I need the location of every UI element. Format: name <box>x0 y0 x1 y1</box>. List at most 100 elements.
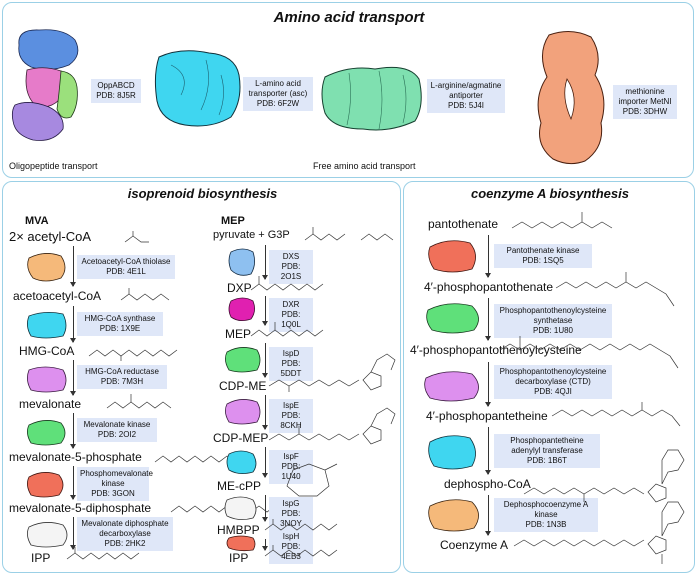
coa-compound-dephospho-coa: dephospho-CoA <box>444 477 531 491</box>
ispg-structure <box>224 496 257 520</box>
coenzyme-a-panel: coenzyme A biosynthesis pantothenate 4′-… <box>403 181 695 573</box>
mep-arrow-4 <box>262 395 268 430</box>
ispf-structure <box>226 450 257 474</box>
ipp-mva-structure <box>66 547 140 560</box>
oppabcd-label: OppABCD PDB: 8J5R <box>91 79 141 103</box>
hmg-coa-reductase-structure <box>27 366 67 393</box>
cdp-mep-structure <box>268 407 396 445</box>
asc-transporter-label: L-amino acid transporter (asc) PDB: 6F2W <box>243 77 313 111</box>
dephospho-coa-structure <box>523 449 685 503</box>
4-phosphopantothenate-structure <box>555 272 675 307</box>
mep-compound-mep: MEP <box>225 327 252 341</box>
mva-compound-mevalonate-5-diphosphate: mevalonate-5-diphosphate <box>9 501 152 515</box>
mep-header: MEP <box>221 215 245 227</box>
coa-arrow-3 <box>485 362 491 407</box>
amino-acid-transport-panel: Amino acid transport OppABCD PDB: 8J5R L… <box>2 2 694 178</box>
mep-compound-cdp-me: CDP-ME <box>219 379 267 393</box>
metni-importer-structure <box>537 31 605 165</box>
coa-compound-pantothenate: pantothenate <box>428 217 499 231</box>
mep-arrow-6 <box>262 495 268 522</box>
coa-arrow-1 <box>485 235 491 278</box>
mva-arrow-4 <box>70 413 76 449</box>
coa-compound-coenzyme-a: Coenzyme A <box>440 538 509 552</box>
metni-label: methionine importer MetNI PDB: 3DHW <box>613 85 677 119</box>
ipp-mep-structure <box>264 545 338 557</box>
pyruvate-g3p-structure <box>304 227 394 241</box>
isph-structure <box>226 535 256 552</box>
dephosphocoenzyme-a-kinase-structure <box>428 499 479 532</box>
ppc-decarboxylase-structure <box>424 371 479 402</box>
mva-compound-acetyl-coa: 2× acetyl-CoA <box>9 229 92 244</box>
mep-arrow-3 <box>262 343 268 378</box>
ppc-synthetase-structure <box>426 303 479 334</box>
mva-compound-mevalonate: mevalonate <box>19 397 82 411</box>
dxs-structure <box>228 248 255 276</box>
mep-arrow-1 <box>262 245 268 280</box>
acetoacetyl-coa-structure <box>120 288 170 301</box>
ispe-structure <box>225 399 261 425</box>
isoprenoid-panel-title: isoprenoid biosynthesis <box>127 186 278 201</box>
antiporter-structure <box>321 66 422 131</box>
mva-arrow-2 <box>70 306 76 343</box>
oligopeptide-caption: Oligopeptide transport <box>9 161 98 171</box>
mva-header: MVA <box>25 215 49 227</box>
mep-arrow-5 <box>262 447 268 478</box>
acetyl-coa-structure <box>124 231 149 243</box>
pantothenate-kinase-structure <box>428 240 476 273</box>
coa-arrow-2 <box>485 298 491 341</box>
hmbpp-structure <box>264 519 338 531</box>
mva-compound-acetoacetyl-coa: acetoacetyl-CoA <box>13 289 102 303</box>
mep-arrow-2 <box>262 296 268 326</box>
free-amino-acid-caption: Free amino acid transport <box>313 161 416 171</box>
mep-structure <box>250 322 324 337</box>
acetoacetyl-coa-thiolase-structure <box>27 253 66 282</box>
hmg-coa-synthase-structure <box>27 312 67 339</box>
cdp-me-structure <box>268 353 396 392</box>
asc-transporter-structure <box>154 50 241 127</box>
phosphomevalonate-kinase-structure <box>27 472 64 498</box>
coenzyme-a-structure <box>513 501 685 564</box>
mep-compound-dxp: DXP <box>227 281 252 295</box>
mva-compound-hmg-coa: HMG-CoA <box>19 344 75 358</box>
mep-arrow-7 <box>262 539 268 551</box>
mevalonate-kinase-structure <box>27 420 66 446</box>
dxr-structure <box>228 297 255 321</box>
mep-compound-ipp: IPP <box>229 551 249 565</box>
mevalonate-diphosphate-decarboxylase-structure <box>27 522 68 548</box>
mep-compound-cdp-mep: CDP-MEP <box>213 431 269 445</box>
antiporter-label: L-arginine/agmatine antiporter PDB: 5J4I <box>427 79 505 113</box>
coa-compound-4-phosphopantothenoylcysteine: 4′-phosphopantothenoylcysteine <box>410 343 582 357</box>
amino-panel-title: Amino acid transport <box>273 9 425 26</box>
mva-compound-ipp: IPP <box>31 551 51 565</box>
pantothenate-structure <box>511 212 613 229</box>
4-phosphopantetheine-structure <box>551 402 681 427</box>
coa-panel-title: coenzyme A biosynthesis <box>471 186 629 201</box>
mva-compound-mevalonate-5-phosphate: mevalonate-5-phosphate <box>9 450 142 464</box>
coa-compound-4-phosphopantothenate: 4′-phosphopantothenate <box>424 280 554 294</box>
coa-arrow-4 <box>485 427 491 475</box>
me-cpp-structure <box>286 463 338 497</box>
mep-compound-me-cpp: ME-cPP <box>217 479 262 493</box>
mep-compound-hmbpp: HMBPP <box>217 523 260 537</box>
hmg-coa-structure <box>88 349 178 361</box>
oppabcd-structure <box>11 29 79 141</box>
isoprenoid-panel: isoprenoid biosynthesis MVA 2× acetyl-Co… <box>2 181 401 573</box>
coa-compound-4-phosphopantetheine: 4′-phosphopantetheine <box>426 409 548 423</box>
ispd-structure <box>225 347 261 373</box>
mva-arrow-3 <box>70 360 76 396</box>
coa-arrow-5 <box>485 495 491 536</box>
